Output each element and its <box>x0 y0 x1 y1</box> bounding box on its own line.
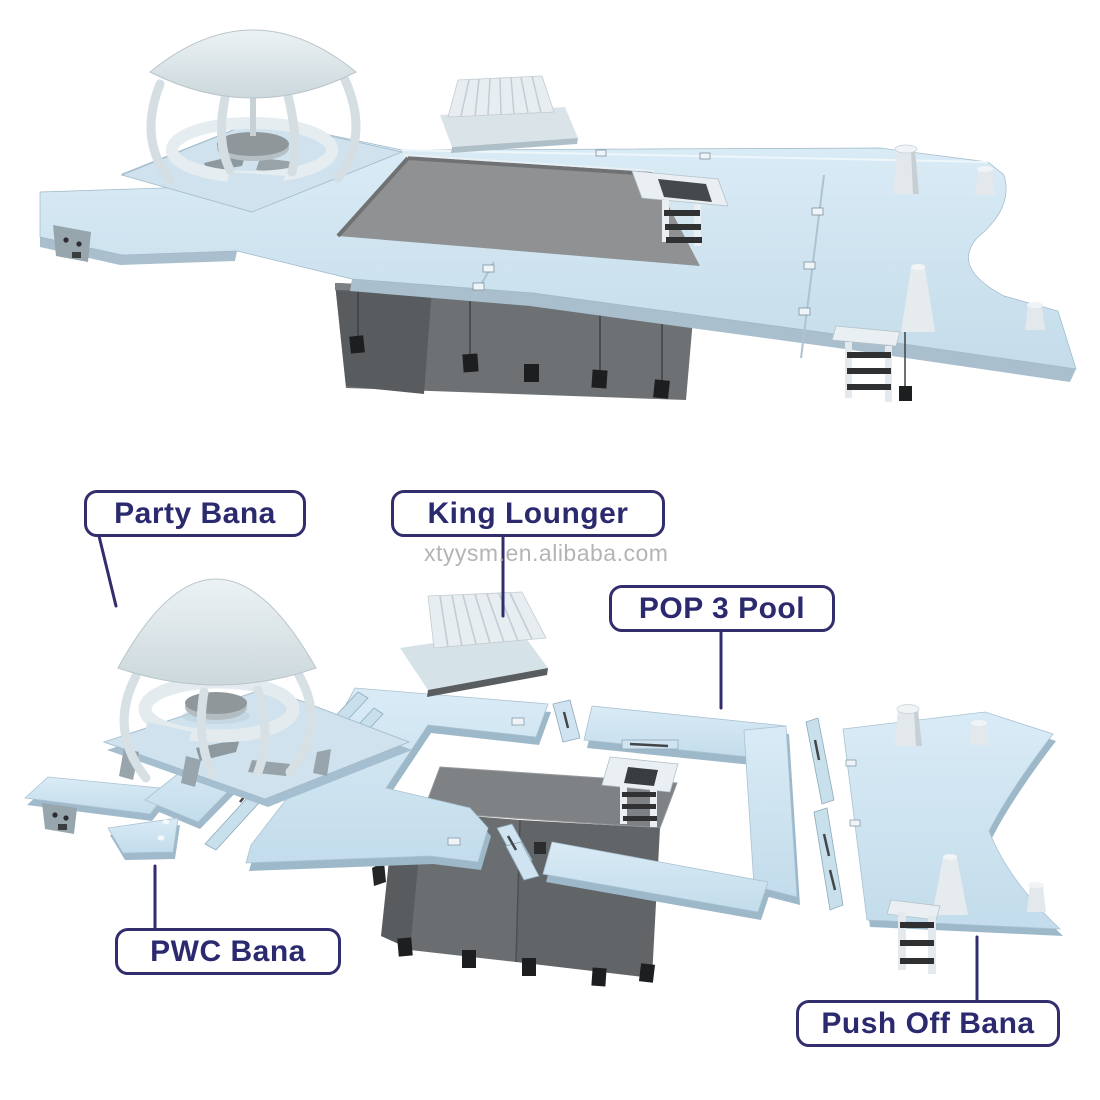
party-bana-exploded <box>102 578 412 807</box>
push-off-cones-assembled <box>893 144 1045 332</box>
deck-thickness <box>40 237 1076 382</box>
deck-ladder-assembled <box>831 325 912 402</box>
leader-party-bana <box>97 534 118 608</box>
callout-pop-3-pool: POP 3 Pool <box>609 585 835 632</box>
pool-ladder <box>631 170 729 246</box>
king-lounger-exploded <box>400 591 548 697</box>
assembled-view <box>39 29 1077 402</box>
push-off-ladder <box>886 899 941 974</box>
dome-legs <box>146 75 361 185</box>
pool-surround-left <box>245 687 551 871</box>
callout-push-off-bana: Push Off Bana <box>796 1000 1060 1047</box>
deck-seams <box>471 149 825 359</box>
pool-ladder-exploded <box>601 756 679 827</box>
callout-king-lounger: King Lounger <box>391 490 665 537</box>
watermark-text: xtyysm.en.alibaba.com <box>424 540 669 566</box>
anchor-tabs <box>349 335 670 399</box>
platform-feet <box>119 748 331 787</box>
party-bana-assembled <box>120 29 404 213</box>
pool-opening <box>336 154 729 266</box>
exploded-view <box>24 578 1063 987</box>
callout-party-bana: Party Bana <box>84 490 306 537</box>
pwc-bracket <box>42 803 77 834</box>
push-off-piece <box>842 704 1063 974</box>
pwc-arm-bracket <box>53 225 91 262</box>
anchor-tabs-exploded <box>372 862 656 987</box>
pool-surround-right <box>542 705 800 920</box>
push-off-cones <box>894 704 1046 915</box>
king-lounger-assembled <box>440 75 578 153</box>
dome-legs-exploded <box>119 665 317 783</box>
callout-pwc-bana: PWC Bana <box>115 928 341 975</box>
